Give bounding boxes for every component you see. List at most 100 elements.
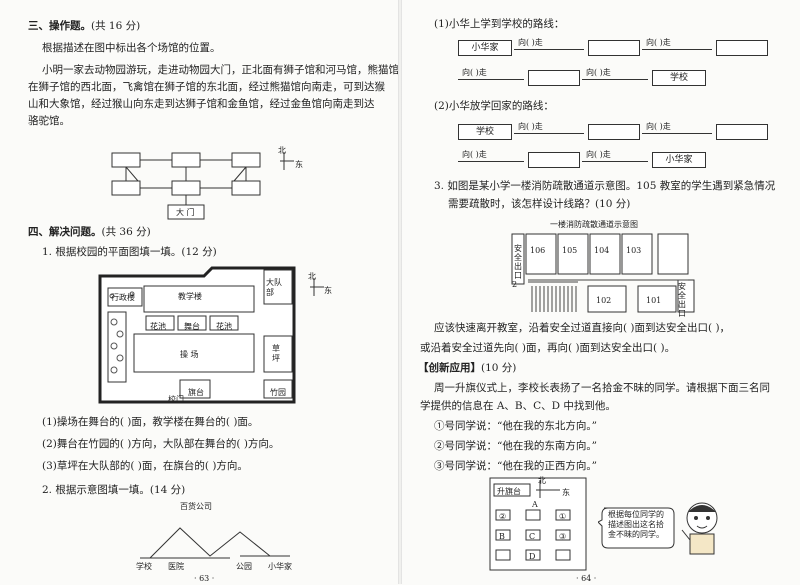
route1-arrow2 — [642, 49, 712, 50]
map-hospital: 医院 — [168, 562, 184, 571]
route2-dir4: 向( )走 — [586, 150, 611, 159]
route2-dir2: 向( )走 — [646, 122, 671, 131]
grid-D: D — [529, 552, 536, 561]
student-3: ③号同学说：“他在我的正西方向。” — [434, 460, 597, 472]
student-2: ②号同学说：“他在我的东南方向。” — [434, 440, 597, 452]
route2-arrow1 — [514, 133, 584, 134]
route1-arrow3 — [458, 79, 524, 80]
campus-compass-east: 东 — [324, 286, 332, 295]
map-home: 小华家 — [268, 562, 292, 571]
campus-pond1: 花池 — [150, 322, 166, 331]
q1-line-3: (3)草坪在大队部的( )面，在旗台的( )方向。 — [42, 460, 248, 472]
campus-bamboo: 竹园 — [270, 388, 286, 397]
campus-admin: 行政楼 — [111, 293, 135, 302]
right-page: (1)小华上学到学校的路线： 小华家 向( )走 向( )走 向( )走 向( … — [400, 0, 800, 584]
zoo-grid-diagram — [111, 152, 261, 220]
route2-box1[interactable] — [588, 124, 640, 140]
exit-2-number: 2 — [512, 280, 518, 289]
route1-box1[interactable] — [588, 40, 640, 56]
boy-cartoon-icon — [681, 502, 718, 555]
grid-s2: ② — [499, 512, 507, 521]
floor-plan — [511, 233, 695, 313]
campus-stage: 舞台 — [184, 322, 200, 331]
route1-arrow1 — [514, 49, 584, 50]
innovate-para-2: 学提供的信息在 A、B、C、D 中找到他。 — [420, 400, 616, 412]
q3-line-1: 3. 如图是某小学一楼消防疏散通道示意图。105 教室的学生遇到紧急情况 — [434, 180, 776, 192]
room-106: 106 — [530, 246, 546, 255]
q2-title: 2. 根据示意图填一填。(14 分) — [42, 484, 186, 496]
campus-flag: 旗台 — [188, 388, 204, 397]
q3-answer-2: 或沿着安全过道先向( )面，再向( )面到达安全出口( )。 — [420, 342, 676, 354]
campus-compass-icon — [310, 278, 324, 296]
room-101: 101 — [646, 296, 662, 305]
compass-east: 东 — [295, 160, 303, 169]
seat-grid — [489, 477, 587, 571]
map-store: 百货公司 — [180, 502, 212, 511]
map-park: 公园 — [236, 562, 252, 571]
q3-answer-1: 应该快速离开教室，沿着安全过道直接向( )面到达安全出口( )， — [434, 322, 731, 334]
campus-teaching: 教学楼 — [178, 292, 202, 301]
speech-bubble-shape — [598, 507, 675, 549]
route1-home: 小华家 — [458, 40, 512, 56]
route1-dir3: 向( )走 — [462, 68, 487, 77]
route1-box2[interactable] — [716, 40, 768, 56]
route1-title: (1)小华上学到学校的路线： — [434, 18, 565, 30]
q3-line-2: 需要疏散时，该怎样设计线路？(10 分) — [448, 198, 631, 210]
route-map — [140, 527, 290, 559]
book-fold — [398, 0, 402, 584]
sec4-title: 四、解决问题。(共 36 分) — [28, 226, 151, 238]
grid-B: B — [499, 532, 505, 541]
route2-dir3: 向( )走 — [462, 150, 487, 159]
innovate-title: 【创新应用】(10 分) — [418, 362, 517, 374]
room-103: 103 — [626, 246, 642, 255]
grid-s3: ③ — [559, 532, 567, 541]
room-102: 102 — [596, 296, 612, 305]
campus-pond2: 花池 — [216, 322, 232, 331]
compass-icon — [280, 152, 294, 170]
grid-A: A — [532, 500, 538, 509]
map-school: 学校 — [136, 562, 152, 571]
sec3-para-4: 骆驼馆。 — [28, 115, 70, 127]
speech-bubble-text: 根据每位同学的描述图出这名拾金不昧的同学。 — [608, 510, 664, 539]
sec3-intro: 根据描述在图中标出各个场馆的位置。 — [42, 42, 221, 54]
floor-plan-title: 一楼消防疏散通道示意图 — [550, 220, 638, 229]
sec3-para-1: 小明一家去动物园游玩，走进动物园大门，正北面有狮子馆和河马馆，熊猫馆 — [42, 64, 399, 76]
route1-school: 学校 — [652, 70, 706, 86]
room-104: 104 — [594, 246, 610, 255]
left-page: 三、操作题。(共 16 分) 根据描述在图中标出各个场馆的位置。 小明一家去动物… — [0, 0, 400, 584]
sec3-title: 三、操作题。(共 16 分) — [28, 20, 141, 32]
innovate-para-1: 周一升旗仪式上，李校长表扬了一名拾金不昧的同学。请根据下面三名同 — [434, 382, 770, 394]
route2-arrow4 — [582, 161, 648, 162]
page-number-right: · 64 · — [576, 574, 597, 583]
grid-east: 东 — [562, 488, 570, 497]
compass-north: 北 — [278, 146, 286, 155]
campus-compass-north: 北 — [308, 272, 316, 281]
sec3-para-3: 山和大象馆，经过猴山向东走到达狮子馆和金鱼馆，经过金鱼馆向南走到达 — [28, 98, 375, 110]
student-1: ①号同学说：“他在我的东北方向。” — [434, 420, 597, 432]
route1-arrow4 — [582, 79, 648, 80]
campus-lawn: 草坪 — [272, 344, 280, 363]
route2-box2[interactable] — [716, 124, 768, 140]
route1-dir4: 向( )走 — [586, 68, 611, 77]
route2-box3[interactable] — [528, 152, 580, 168]
grid-C: C — [529, 532, 536, 541]
route2-arrow2 — [642, 133, 712, 134]
campus-brigade: 大队部 — [266, 278, 282, 297]
sec3-para-2: 在狮子馆的西北面，飞禽馆在狮子馆的东北面，经过熊猫馆向南走，可到达猴 — [28, 81, 385, 93]
q1-title: 1. 根据校园的平面图填一填。(12 分) — [42, 246, 217, 258]
page-number-left: · 63 · — [194, 574, 215, 583]
q1-line-2: (2)舞台在竹园的( )方向，大队部在舞台的( )方向。 — [42, 438, 280, 450]
campus-playground: 操 场 — [180, 350, 199, 359]
exit-1-label: 安全出口 — [678, 282, 686, 318]
grid-s1: ① — [559, 512, 567, 521]
route2-home: 小华家 — [652, 152, 706, 168]
route1-dir1: 向( )走 — [518, 38, 543, 47]
route1-box3[interactable] — [528, 70, 580, 86]
campus-gate: 校门 — [168, 395, 184, 404]
route2-title: (2)小华放学回家的路线： — [434, 100, 554, 112]
grid-flag: 升旗台 — [497, 487, 521, 496]
room-105: 105 — [562, 246, 578, 255]
zoo-gate-label: 大 门 — [176, 208, 195, 217]
route2-school: 学校 — [458, 124, 512, 140]
exit-2-label: 安全出口 — [514, 244, 522, 280]
